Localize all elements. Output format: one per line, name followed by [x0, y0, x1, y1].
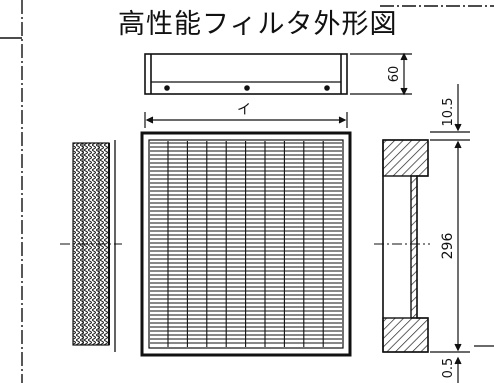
depth-value: 60	[387, 66, 402, 83]
drawing-title: 高性能フィルタ外形図	[118, 9, 398, 40]
depth-dimension: 60	[350, 52, 412, 96]
right-section-view	[374, 139, 430, 353]
width-dimension: イ	[144, 102, 348, 128]
bottom-offset-value: 0.5	[441, 358, 456, 379]
top-view	[144, 53, 348, 95]
left-side-view	[60, 140, 122, 352]
top-offset-value: 10.5	[441, 98, 456, 127]
height-value: 296	[440, 233, 456, 260]
front-view	[140, 131, 352, 357]
height-dimensions: 10.5 296 0.5	[430, 84, 494, 383]
width-value: イ	[237, 102, 251, 118]
